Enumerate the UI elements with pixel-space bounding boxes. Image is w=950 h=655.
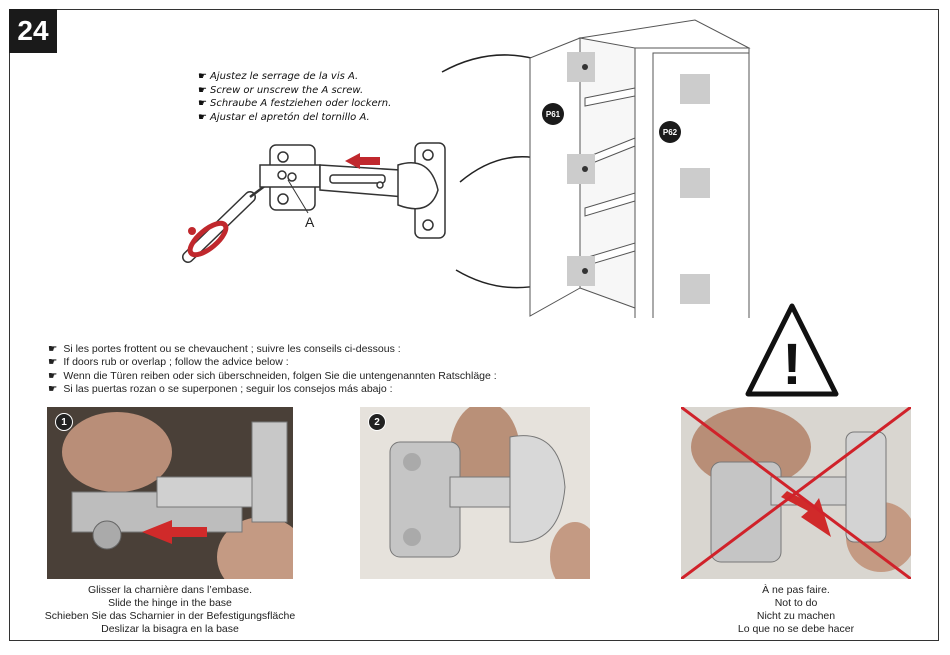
advice-text-en: If doors rub or overlap ; follow the adv… (63, 356, 289, 369)
photo-1-caption: Glisser la charnière dans l’embase. Slid… (20, 584, 320, 636)
instruction-line: ☛Ajustez le serrage de la vis A. (198, 70, 391, 84)
pointing-hand-icon: ☛ (198, 71, 207, 82)
photo-number-badge: 2 (368, 413, 386, 431)
screw-instructions: ☛Ajustez le serrage de la vis A. ☛Screw … (198, 70, 391, 124)
advice-line: ☛ If doors rub or overlap ; follow the a… (48, 356, 497, 369)
caption-line: Schieben Sie das Scharnier in der Befest… (44, 610, 296, 622)
pointing-hand-icon: ☛ (198, 98, 207, 109)
instruction-line: ☛Screw or unscrew the A screw. (198, 84, 391, 98)
pointing-hand-icon: ☛ (198, 84, 207, 96)
photo-step-2: 2 (360, 407, 590, 579)
caption-line: Deslizar la bisagra en la base (101, 623, 239, 635)
caption-line: Nicht zu machen (756, 610, 836, 622)
photo-step-1: 1 (47, 407, 293, 579)
caption-line: Not to do (774, 597, 818, 609)
svg-text:P62: P62 (663, 128, 678, 137)
pointing-hand-icon: ☛ (48, 383, 58, 396)
instruction-text-de: Schraube A festziehen oder lockern. (209, 98, 392, 109)
step-number-badge: 24 (9, 9, 57, 53)
advice-line: ☛ Si las puertas rozan o se superponen ;… (48, 383, 497, 396)
direction-arrow-icon (345, 153, 380, 169)
pointing-hand-icon: ☛ (48, 369, 58, 382)
left-door (529, 37, 581, 317)
svg-text:P61: P61 (546, 110, 561, 119)
advice-line: ☛ Si les portes frottent ou se chevauche… (48, 343, 497, 356)
advice-text-es: Si las puertas rozan o se superponen ; s… (63, 383, 393, 396)
hinge-arm (319, 164, 406, 198)
advice-list: ☛ Si les portes frottent ou se chevauche… (48, 343, 497, 397)
photo-number-badge: 1 (55, 413, 73, 431)
wardrobe-diagram: P61 P62 (529, 19, 751, 318)
advice-text-de: Wenn die Türen reiben oder sich überschn… (63, 369, 497, 382)
page-frame (9, 9, 939, 641)
panel-label-p62: P62 (659, 121, 681, 143)
advice-text-fr: Si les portes frottent ou se chevauchent… (63, 343, 401, 355)
caption-line: Lo que no se debe hacer (737, 623, 855, 635)
pointing-hand-icon: ☛ (48, 356, 58, 369)
hinge-base-plate (259, 144, 321, 211)
panel-label-p61: P61 (542, 103, 564, 125)
caption-line: À ne pas faire. (762, 584, 830, 596)
instruction-text-en: Screw or unscrew the A screw. (209, 84, 364, 96)
pointing-hand-icon: ☛ (198, 111, 207, 123)
caption-line: Glisser la charnière dans l’embase. (88, 584, 252, 596)
screw-label-a: A (305, 214, 315, 230)
pointing-hand-icon: ☛ (48, 343, 58, 355)
photo-3-caption: À ne pas faire. Not to do Nicht zu mache… (681, 584, 911, 636)
instruction-text-fr: Ajustez le serrage de la vis A. (209, 71, 359, 82)
hinge-adjustment-illustration: A (182, 142, 446, 263)
hinge-cup (397, 142, 446, 239)
instruction-text-es: Ajustar el apretón del tornillo A. (209, 111, 370, 123)
photo-do-not (681, 407, 911, 579)
svg-text:!: ! (782, 332, 801, 397)
instruction-line: ☛Ajustar el apretón del tornillo A. (198, 111, 391, 125)
advice-line: ☛ Wenn die Türen reiben oder sich übersc… (48, 370, 497, 383)
screwdriver-icon (182, 172, 283, 263)
instruction-line: ☛Schraube A festziehen oder lockern. (198, 97, 391, 111)
caption-line: Slide the hinge in the base (108, 597, 232, 609)
warning-icon: ! (745, 303, 839, 397)
